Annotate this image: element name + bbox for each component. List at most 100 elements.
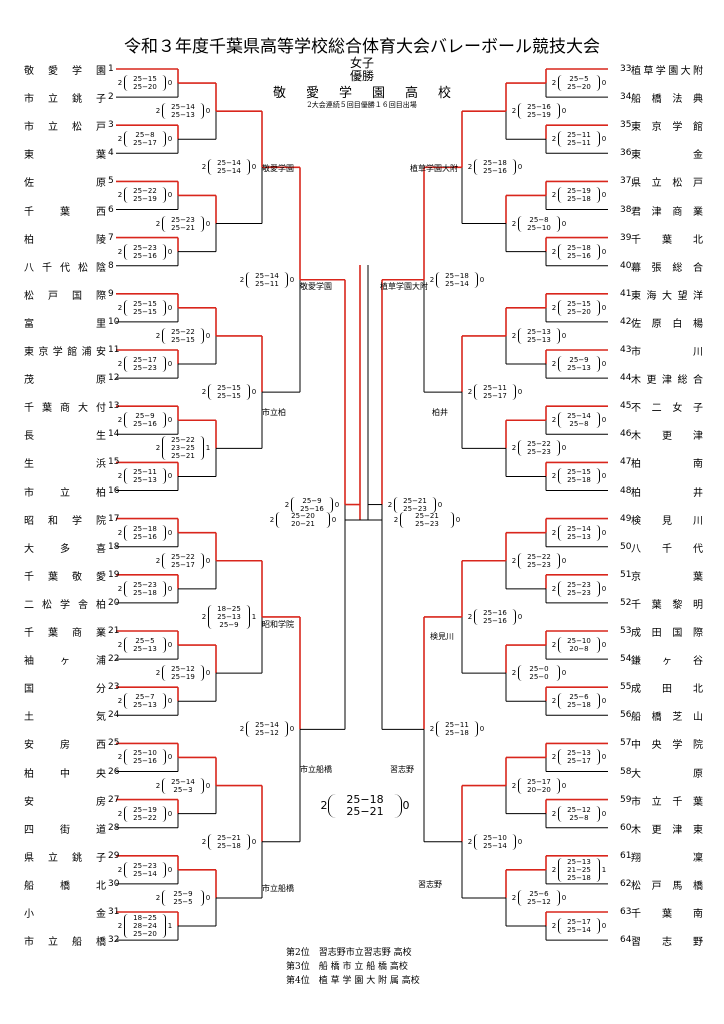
seed-number: 44 xyxy=(620,373,632,384)
set-score: 25−15 xyxy=(217,392,241,401)
left-brace xyxy=(162,777,169,794)
right-brace xyxy=(593,356,600,373)
sets-lost: 0 xyxy=(561,444,567,453)
sets-won: 2 xyxy=(551,472,557,481)
team-name: 柏中央 xyxy=(24,768,106,780)
set-score: 25−14 xyxy=(255,271,279,280)
left-brace xyxy=(162,103,169,120)
sets-lost: 0 xyxy=(289,275,295,284)
right-brace xyxy=(159,187,166,204)
left-brace xyxy=(124,693,131,710)
seed-number: 53 xyxy=(620,626,632,636)
round-winner-label: 敬愛学園 xyxy=(300,282,332,291)
team-name: 鎌ヶ谷 xyxy=(631,656,703,668)
right-brace xyxy=(593,243,600,260)
set-score: 25−16 xyxy=(133,757,157,766)
seed-number: 25 xyxy=(108,738,120,749)
sets-won: 2 xyxy=(467,388,473,397)
sets-won: 2 xyxy=(429,275,435,284)
team-name: 昭和学院 xyxy=(24,515,106,527)
set-score: 25−18 xyxy=(567,243,591,252)
seed-number: 32 xyxy=(108,935,120,946)
team-name: 土 気 xyxy=(24,712,106,724)
set-score: 25−8 xyxy=(135,131,155,140)
right-brace xyxy=(197,436,204,461)
set-score: 20−8 xyxy=(569,645,589,654)
sets-won: 2 xyxy=(117,247,123,256)
team-name: 市立船橋 xyxy=(24,937,106,949)
left-brace xyxy=(474,384,481,401)
right-brace xyxy=(509,384,516,401)
left-brace xyxy=(124,749,131,766)
team-name: 幕張総合 xyxy=(631,262,703,274)
team-name: 八千代 xyxy=(631,543,703,555)
team-name: 東京学館浦安 xyxy=(24,347,106,358)
left-brace xyxy=(162,215,169,232)
seed-number: 40 xyxy=(620,260,632,271)
left-brace xyxy=(518,103,525,120)
team-name: 松戸国際 xyxy=(24,290,106,302)
set-score: 25−14 xyxy=(133,869,157,878)
seed-number: 6 xyxy=(108,204,114,215)
set-score: 25−11 xyxy=(567,131,591,140)
right-brace xyxy=(393,794,402,818)
set-score: 25−3 xyxy=(173,785,193,794)
sets-won: 2 xyxy=(117,472,123,481)
right-brace xyxy=(159,524,166,541)
set-score: 25−13 xyxy=(567,364,591,373)
set-score: 25−13 xyxy=(133,476,157,485)
team-name: 市立千葉 xyxy=(631,796,703,808)
team-name: 二松学舎柏 xyxy=(24,599,106,611)
team-name: 柏 井 xyxy=(631,487,703,499)
set-score: 25−15 xyxy=(133,299,157,308)
left-brace xyxy=(394,496,401,513)
seed-number: 59 xyxy=(620,794,632,805)
sets-lost: 0 xyxy=(479,275,485,284)
right-brace xyxy=(197,665,204,682)
set-score: 25−14 xyxy=(217,159,241,168)
winner-name: 敬愛学園高校 xyxy=(272,86,471,101)
sets-won: 2 xyxy=(117,922,123,931)
sets-lost: 1 xyxy=(601,865,607,874)
seed-number: 5 xyxy=(108,176,114,187)
set-score: 25−16 xyxy=(483,616,507,625)
seed-number: 45 xyxy=(620,401,632,412)
set-score: 20−21 xyxy=(291,520,315,528)
team-name: 佐 原 xyxy=(24,178,106,190)
set-score: 25−15 xyxy=(171,335,195,344)
seed-number: 57 xyxy=(620,738,632,749)
set-score: 25−8 xyxy=(569,420,589,429)
team-name: 検見川 xyxy=(631,515,703,527)
set-score: 25−16 xyxy=(300,504,324,513)
seed-number: 35 xyxy=(620,120,632,131)
left-brace xyxy=(558,412,565,429)
right-brace xyxy=(323,512,330,528)
sets-won: 2 xyxy=(117,135,123,144)
round-winner-label: 昭和学院 xyxy=(262,620,294,629)
set-score: 25−23 xyxy=(527,560,551,569)
seed-number: 54 xyxy=(620,654,632,665)
sets-lost: 0 xyxy=(205,893,211,902)
placing-3: 第3位 船 橋 市 立 船 橋 高校 xyxy=(286,962,408,972)
team-name: 袖ヶ浦 xyxy=(24,656,106,668)
set-score: 25−5 xyxy=(569,75,589,84)
team-name: 千葉黎明 xyxy=(631,599,703,611)
sets-won: 2 xyxy=(117,360,123,369)
sets-lost: 0 xyxy=(601,472,607,481)
sets-lost: 0 xyxy=(561,219,567,228)
sets-lost: 0 xyxy=(167,865,173,874)
set-score: 25−16 xyxy=(133,532,157,541)
sets-won: 2 xyxy=(551,360,557,369)
right-brace xyxy=(471,271,478,288)
sets-won: 2 xyxy=(201,837,207,846)
left-brace xyxy=(208,384,215,401)
